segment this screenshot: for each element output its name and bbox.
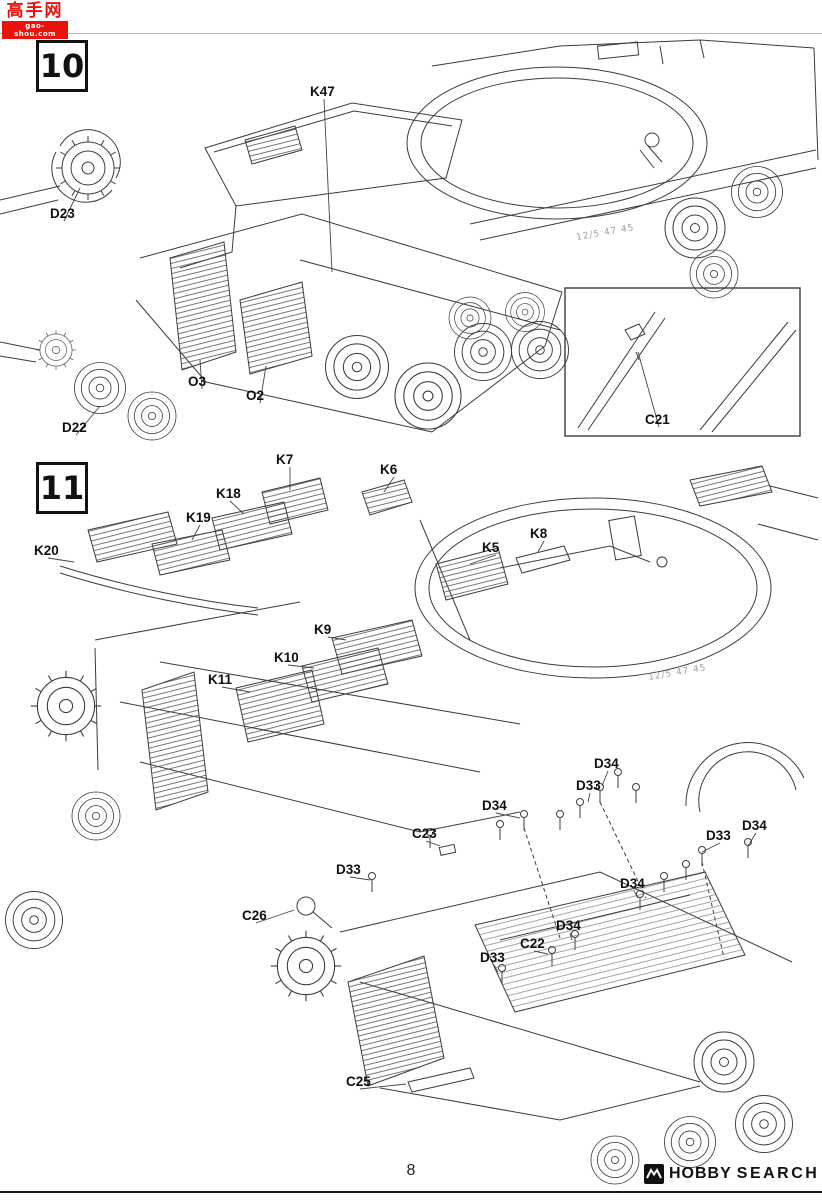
part-label-k19: K19 xyxy=(186,510,211,525)
part-label-o3: O3 xyxy=(188,374,207,389)
part-label-k9: K9 xyxy=(314,622,332,637)
hobbysearch-logo-icon xyxy=(644,1164,664,1184)
part-label-d23: D23 xyxy=(50,206,75,221)
part-label-c26: C26 xyxy=(242,908,267,923)
part-label-k20: K20 xyxy=(34,543,59,558)
part-label-d33: D33 xyxy=(336,862,361,877)
part-label-c22: C22 xyxy=(520,936,545,951)
hobbysearch-logo: HOBBY SEARCH xyxy=(644,1164,819,1184)
bottom-rule xyxy=(0,1191,822,1193)
part-label-d34: D34 xyxy=(556,918,581,933)
part-label-k8: K8 xyxy=(530,526,548,541)
part-label-k11: K11 xyxy=(208,672,233,687)
part-label-d33: D33 xyxy=(480,950,505,965)
part-label-d33: D33 xyxy=(706,828,731,843)
part-label-d22: D22 xyxy=(62,420,87,435)
part-label-d34: D34 xyxy=(482,798,507,813)
part-label-k47: K47 xyxy=(310,84,335,99)
part-label-d34: D34 xyxy=(620,876,645,891)
part-label-d34: D34 xyxy=(594,756,619,771)
part-label-k10: K10 xyxy=(274,650,299,665)
watermark-title: 高手网 xyxy=(6,1,64,21)
part-label-c21: C21 xyxy=(645,412,670,427)
part-label-o2: O2 xyxy=(246,388,265,403)
page-number: 8 xyxy=(406,1162,416,1179)
part-label-k6: K6 xyxy=(380,462,398,477)
part-label-c23: C23 xyxy=(412,826,437,841)
step-number-11: 11 xyxy=(36,462,88,514)
watermark-subtitle: gao-shou.com xyxy=(2,21,68,39)
top-rule xyxy=(0,33,822,34)
part-label-d33: D33 xyxy=(576,778,601,793)
part-label-k18: K18 xyxy=(216,486,241,501)
step-10-diagram xyxy=(0,39,819,441)
part-label-k7: K7 xyxy=(276,452,294,467)
brand-word-search: SEARCH xyxy=(736,1165,820,1182)
step-number-10: 10 xyxy=(36,40,88,92)
watermark-logo: 高手网 gao-shou.com xyxy=(2,2,68,41)
part-label-k5: K5 xyxy=(482,540,500,555)
part-label-d34: D34 xyxy=(742,818,767,833)
brand-word-hobby: HOBBY xyxy=(669,1165,732,1182)
step-11-diagram xyxy=(5,465,819,1185)
part-label-c25: C25 xyxy=(346,1074,371,1089)
